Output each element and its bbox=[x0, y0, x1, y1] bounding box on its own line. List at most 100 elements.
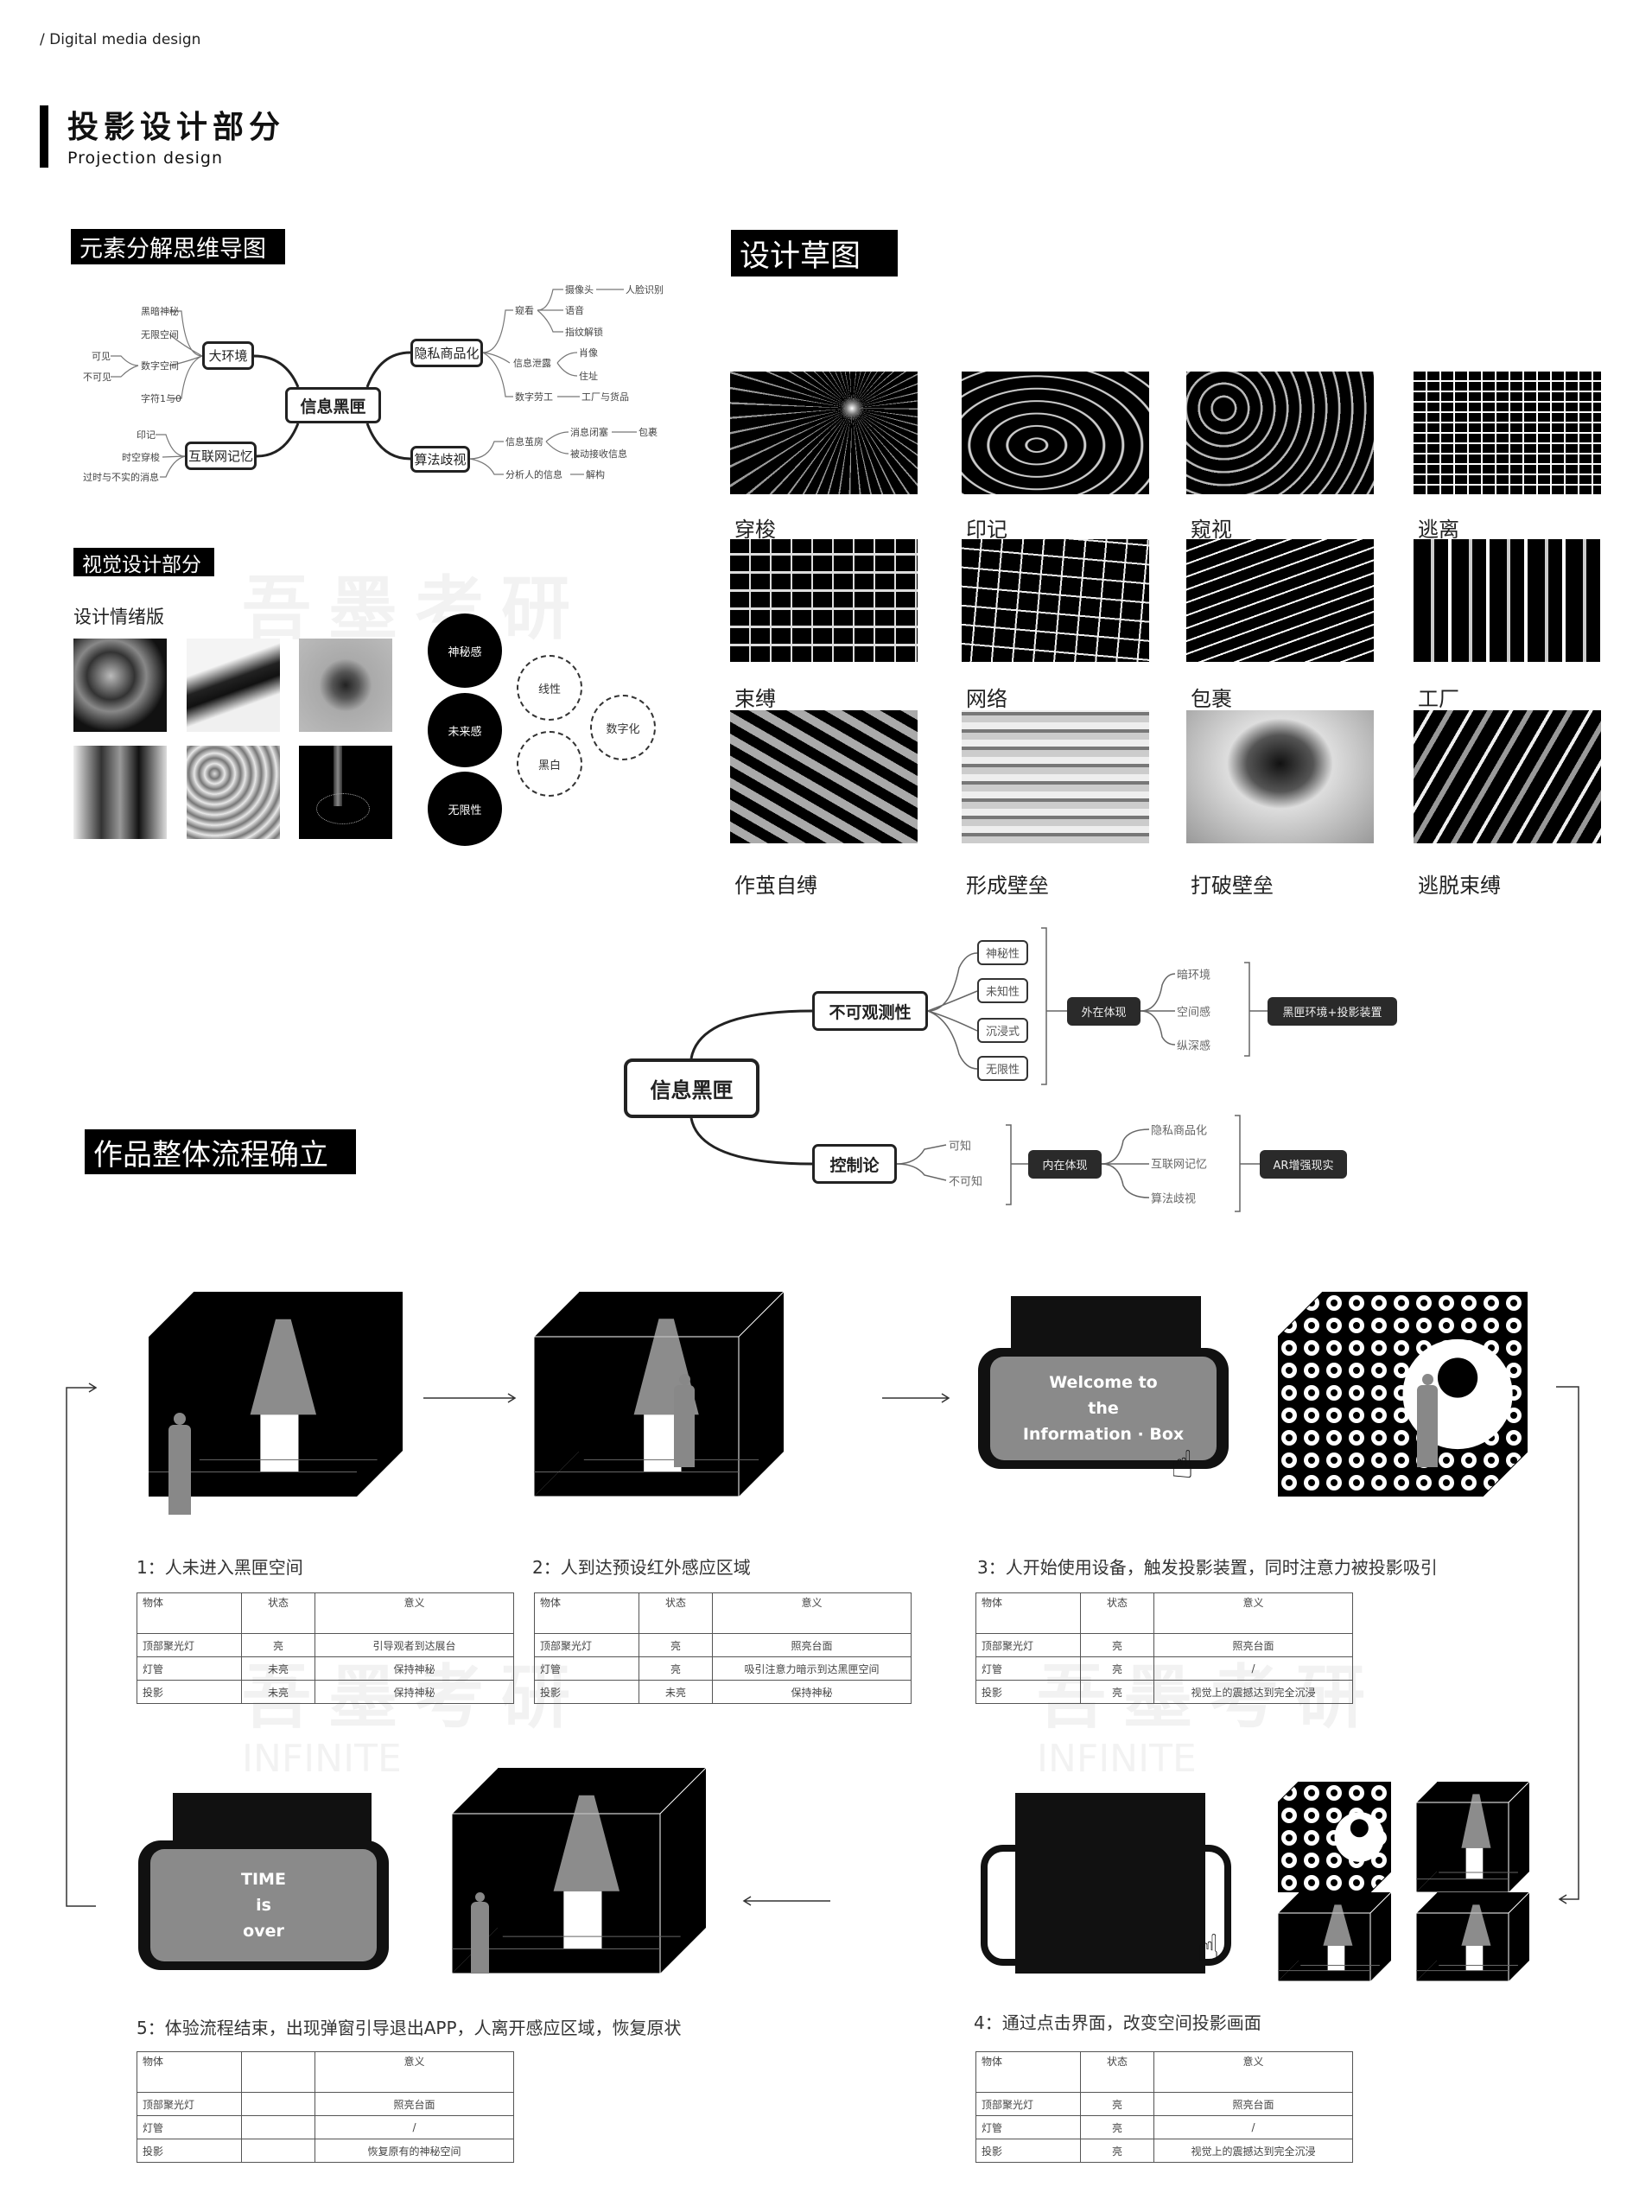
moodboard-image-brush bbox=[187, 639, 280, 732]
scene-2-black-box bbox=[534, 1292, 784, 1497]
keyword-dashed-circle: 数字化 bbox=[590, 695, 656, 760]
sketch-caption: 印记 bbox=[966, 518, 1007, 542]
mindmap1-node-env: 大环境 bbox=[202, 341, 254, 370]
sketch-label: 设计草图 bbox=[731, 230, 898, 276]
mindmap-leaf: 纵深感 bbox=[1177, 1039, 1211, 1053]
sketch-caption: 形成壁垒 bbox=[966, 874, 1049, 898]
sketch-caption: 逃离 bbox=[1418, 518, 1459, 542]
mindmap1-center-node: 信息黑匣 bbox=[285, 387, 381, 423]
timeout-text: over bbox=[243, 1922, 284, 1941]
table-cell: 未亮 bbox=[241, 1656, 315, 1681]
table-cell: 未亮 bbox=[639, 1680, 713, 1704]
table-header-cell: 物体 bbox=[534, 1592, 639, 1634]
trait-node: 无限性 bbox=[977, 1056, 1028, 1081]
mindmap-leaf: 住址 bbox=[579, 371, 598, 382]
mindmap-label: 元素分解思维导图 bbox=[71, 229, 285, 264]
phone-frame[interactable] bbox=[981, 1845, 1231, 1966]
table-row: 灯管亮/ bbox=[975, 1656, 1353, 1681]
step-caption: 1：人未进入黑匣空间 bbox=[137, 1557, 303, 1578]
step-table: 物体状态意义顶部聚光灯亮照亮台面灯管亮吸引注意力暗示到达黑匣空间投影未亮保持神秘 bbox=[534, 1592, 912, 1704]
mindmap1-node-memory: 互联网记忆 bbox=[185, 442, 257, 470]
phone-screen[interactable]: Welcome to the Information · Box bbox=[990, 1357, 1217, 1460]
mindmap-leaf: 时空穿梭 bbox=[122, 452, 160, 463]
table-cell: 未亮 bbox=[241, 1680, 315, 1704]
sketch-image bbox=[730, 710, 918, 843]
table-row: 顶部聚光灯亮照亮台面 bbox=[975, 1633, 1353, 1657]
sketch-image bbox=[1186, 372, 1374, 494]
table-cell: 顶部聚光灯 bbox=[137, 2092, 242, 2116]
mindmap-leaf: 无限空间 bbox=[141, 329, 179, 340]
table-cell: 照亮台面 bbox=[712, 1633, 912, 1657]
table-cell: 投影 bbox=[137, 1680, 242, 1704]
sketch-caption: 束缚 bbox=[734, 687, 776, 711]
sketch-image bbox=[730, 539, 918, 662]
person-silhouette bbox=[471, 1892, 489, 1974]
mindmap-leaf: 工厂与货品 bbox=[581, 391, 629, 403]
mindmap-leaf: 字符1与0 bbox=[141, 393, 181, 404]
table-cell: 灯管 bbox=[975, 2115, 1081, 2139]
mindmap-leaf: 信息泄露 bbox=[513, 358, 551, 369]
phone-screen[interactable]: TIME is over bbox=[150, 1849, 377, 1961]
sketch-caption: 网络 bbox=[966, 687, 1007, 711]
mindmap-leaf: 数字劳工 bbox=[515, 391, 553, 403]
table-cell: 投影 bbox=[975, 2139, 1081, 2163]
table-cell bbox=[241, 2115, 315, 2139]
sketch-image bbox=[962, 710, 1149, 843]
sketch-caption: 穿梭 bbox=[734, 518, 776, 542]
sketch-image bbox=[1414, 539, 1601, 662]
table-row: 投影亮视觉上的震撼达到完全沉浸 bbox=[975, 2139, 1353, 2163]
trait-node: 神秘性 bbox=[977, 940, 1028, 965]
table-header-cell: 状态 bbox=[1080, 1592, 1154, 1634]
phone-frame: Welcome to the Information · Box bbox=[978, 1348, 1229, 1469]
step-caption: 3：人开始使用设备，触发投影装置，同时注意力被投影吸引 bbox=[977, 1557, 1438, 1578]
mindmap-leaf: 肖像 bbox=[579, 347, 598, 359]
mindmap-leaf: 解构 bbox=[586, 469, 605, 480]
moodboard-title: 设计情绪版 bbox=[73, 607, 164, 627]
table-cell: 灯管 bbox=[975, 1656, 1081, 1681]
table-cell: / bbox=[1153, 1656, 1353, 1681]
keyword-circle: 神秘感 bbox=[428, 613, 502, 688]
keyword-circle: 未来感 bbox=[428, 693, 502, 767]
scene-4-variant-lines bbox=[1416, 1892, 1529, 1981]
mindmap-leaf: 窥看 bbox=[515, 305, 534, 316]
table-header-cell: 状态 bbox=[639, 1592, 713, 1634]
table-cell: / bbox=[315, 2115, 514, 2139]
table-header-row: 物体状态意义 bbox=[975, 1592, 1353, 1634]
scene-4-variant-pattern bbox=[1278, 1782, 1391, 1892]
timeout-text: is bbox=[256, 1896, 271, 1915]
table-header-cell: 意义 bbox=[712, 1592, 912, 1634]
table-row: 顶部聚光灯亮引导观者到达展台 bbox=[137, 1633, 514, 1657]
sketch-image bbox=[962, 372, 1149, 494]
scene-4-variant-blocks bbox=[1416, 1782, 1529, 1892]
sketch-image bbox=[1414, 710, 1601, 843]
mindmap-leaf: 分析人的信息 bbox=[505, 469, 562, 480]
mindmap-leaf: 指纹解锁 bbox=[565, 327, 603, 338]
table-header-cell: 物体 bbox=[137, 1592, 242, 1634]
table-cell: 灯管 bbox=[137, 1656, 242, 1681]
title-bar-accent bbox=[40, 105, 48, 168]
mindmap-leaf: 语音 bbox=[565, 305, 584, 316]
mindmap1-connectors bbox=[111, 289, 637, 478]
mindmap2-node-unobservable: 不可观测性 bbox=[812, 991, 928, 1031]
mindmap-leaf: 不可知 bbox=[949, 1175, 983, 1189]
section-path: / Digital media design bbox=[40, 31, 201, 48]
step-caption: 5：体验流程结束，出现弹窗引导退出APP，人离开感应区域，恢复原状 bbox=[137, 2018, 682, 2038]
table-row: 灯管亮吸引注意力暗示到达黑匣空间 bbox=[534, 1656, 912, 1681]
table-header-cell bbox=[241, 2051, 315, 2093]
table-row: 投影未亮保持神秘 bbox=[137, 1680, 514, 1704]
table-cell: 亮 bbox=[241, 1633, 315, 1657]
table-cell: 保持神秘 bbox=[712, 1680, 912, 1704]
mindmap-leaf: 被动接收信息 bbox=[570, 448, 627, 460]
mindmap-leaf: 可见 bbox=[92, 351, 111, 362]
step-table: 物体状态意义顶部聚光灯亮照亮台面灯管亮/投影亮视觉上的震撼达到完全沉浸 bbox=[975, 2051, 1353, 2163]
table-header-row: 物体状态意义 bbox=[975, 2051, 1353, 2093]
table-cell: 投影 bbox=[975, 1680, 1081, 1704]
table-row: 顶部聚光灯照亮台面 bbox=[137, 2092, 514, 2116]
table-header-row: 物体状态意义 bbox=[137, 1592, 514, 1634]
table-row: 顶部聚光灯亮照亮台面 bbox=[975, 2092, 1353, 2116]
table-cell: 亮 bbox=[639, 1656, 713, 1681]
mindmap1-node-algo: 算法歧视 bbox=[410, 446, 470, 473]
timeout-text: TIME bbox=[241, 1870, 286, 1889]
trait-node: 沉浸式 bbox=[977, 1018, 1028, 1043]
